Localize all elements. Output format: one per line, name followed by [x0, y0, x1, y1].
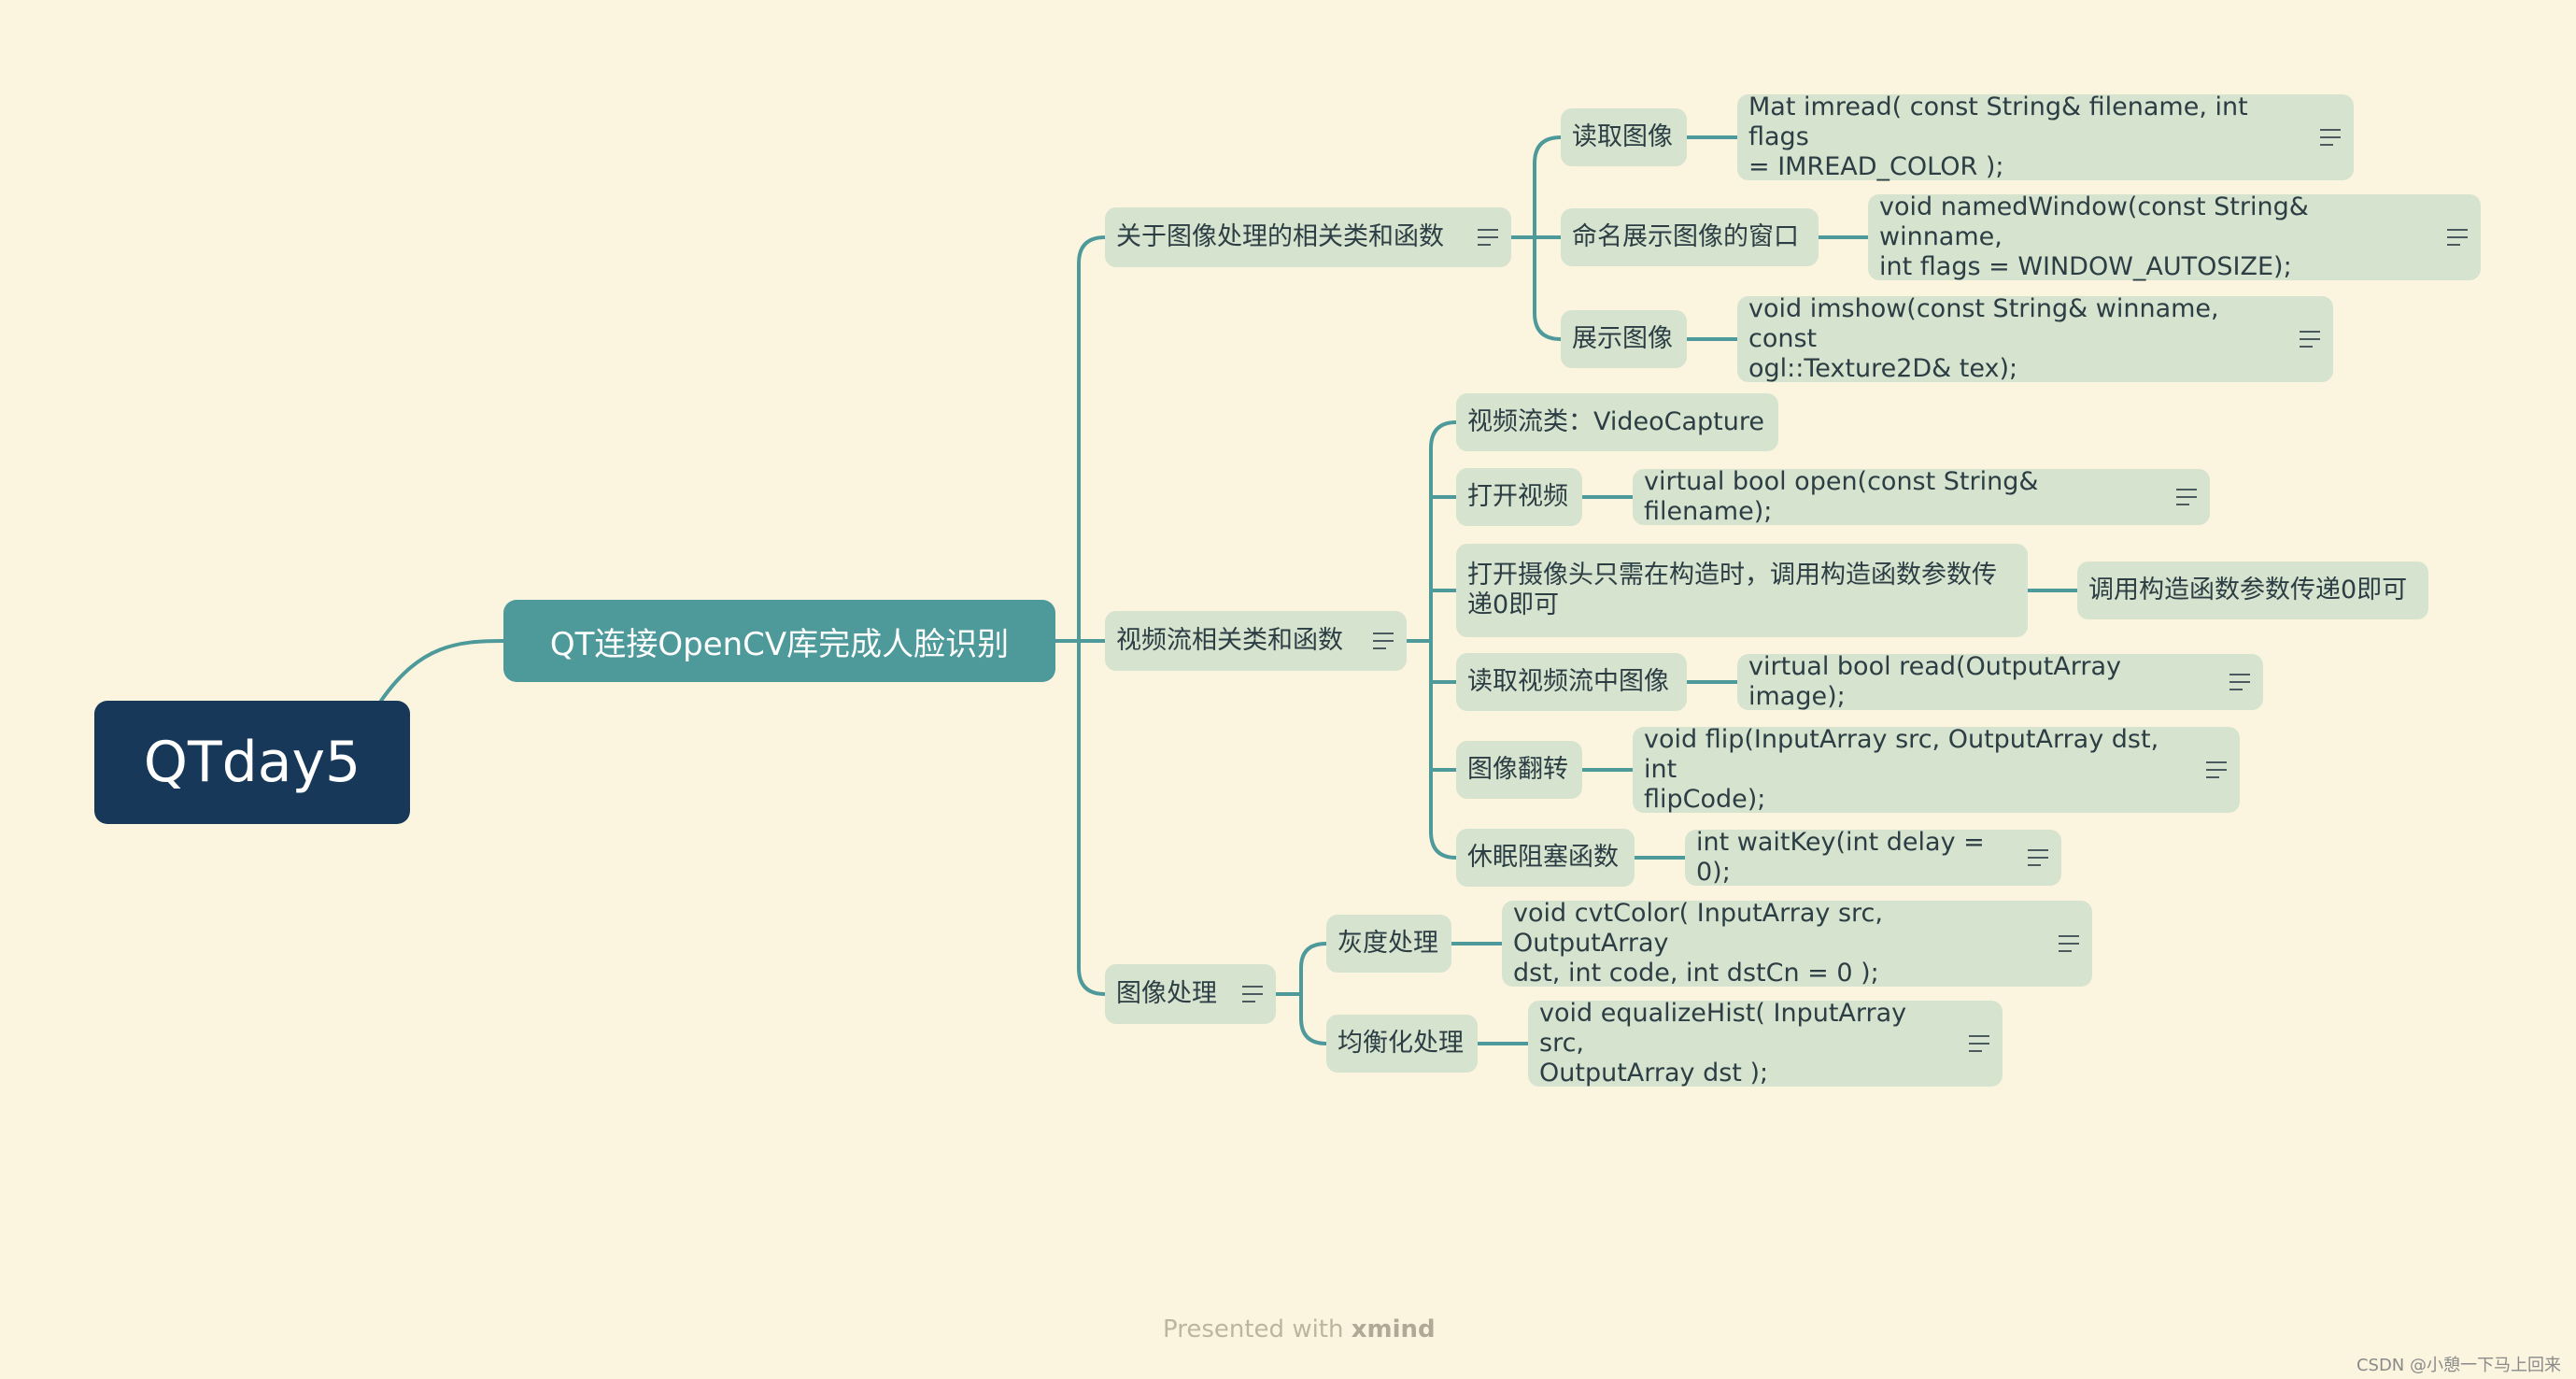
detail-namedwindow[interactable]: void namedWindow(const String& winname, … [1868, 192, 2481, 281]
note-icon[interactable] [1373, 633, 1394, 649]
csdn-watermark: CSDN @小憩一下马上回来 [2356, 1356, 2561, 1375]
topic-video-class[interactable]: 视频流类：VideoCapture [1456, 393, 1778, 451]
detail-flip[interactable]: void flip(InputArray src, OutputArray ds… [1633, 725, 2240, 814]
detail-text: Mat imread( const String& filename, int … [1748, 92, 2248, 181]
detail-waitkey[interactable]: int waitKey(int delay = 0); [1685, 828, 2061, 887]
main-topic[interactable]: QT连接OpenCV库完成人脸识别 [503, 600, 1055, 682]
detail-text: void namedWindow(const String& winname, … [1879, 192, 2309, 281]
note-icon[interactable] [2300, 331, 2320, 348]
footer-prefix: Presented with [1163, 1315, 1352, 1343]
topic-named-window[interactable]: 命名展示图像的窗口 [1561, 208, 1819, 266]
note-icon[interactable] [2229, 674, 2250, 690]
detail-text: int waitKey(int delay = 0); [1696, 828, 1985, 887]
topic-label: 视频流类：VideoCapture [1467, 407, 1765, 436]
topic-label: 展示图像 [1572, 324, 1673, 353]
topic-image-processing[interactable]: 图像处理 [1105, 964, 1276, 1024]
detail-text: void flip(InputArray src, OutputArray ds… [1644, 725, 2159, 814]
note-icon[interactable] [2028, 849, 2048, 866]
note-icon[interactable] [1242, 986, 1263, 1002]
topic-wait-key[interactable]: 休眠阻塞函数 [1456, 829, 1635, 887]
detail-text: 调用构造函数参数传递0即可 [2088, 576, 2408, 604]
topic-read-stream[interactable]: 读取视频流中图像 [1456, 653, 1687, 711]
connector-root-main [379, 639, 505, 703]
topic-open-camera[interactable]: 打开摄像头只需在构造时，调用构造函数参数传 递0即可 [1456, 544, 2028, 637]
topic-image-functions[interactable]: 关于图像处理的相关类和函数 [1105, 207, 1511, 267]
root-topic[interactable]: QTday5 [94, 701, 410, 824]
topic-label: 灰度处理 [1338, 929, 1438, 958]
topic-label: 命名展示图像的窗口 [1572, 222, 1799, 251]
detail-cvtcolor[interactable]: void cvtColor( InputArray src, OutputArr… [1502, 899, 2092, 988]
topic-label: 打开摄像头只需在构造时，调用构造函数参数传 递0即可 [1467, 561, 1997, 619]
topic-label: 视频流相关类和函数 [1116, 626, 1343, 655]
topic-show-image[interactable]: 展示图像 [1561, 310, 1687, 368]
presented-with-footer: Presented with xmind [1163, 1315, 1436, 1343]
detail-imshow[interactable]: void imshow(const String& winname, const… [1737, 294, 2333, 383]
topic-grayscale[interactable]: 灰度处理 [1326, 915, 1451, 973]
topic-flip-image[interactable]: 图像翻转 [1456, 741, 1582, 799]
topic-label: 图像翻转 [1467, 755, 1568, 784]
note-icon[interactable] [2206, 761, 2227, 778]
connector-video-children [1429, 420, 1458, 860]
note-icon[interactable] [2447, 229, 2468, 246]
connector-proc-children [1299, 942, 1328, 1045]
topic-open-video[interactable]: 打开视频 [1456, 468, 1582, 526]
topic-read-image[interactable]: 读取图像 [1561, 108, 1687, 166]
detail-equalizehist[interactable]: void equalizeHist( InputArray src, Outpu… [1528, 999, 2003, 1088]
detail-text: void equalizeHist( InputArray src, Outpu… [1539, 999, 1907, 1088]
detail-open-camera[interactable]: 调用构造函数参数传递0即可 [2077, 562, 2428, 619]
topic-label: 读取图像 [1572, 122, 1673, 151]
detail-open[interactable]: virtual bool open(const String& filename… [1633, 467, 2210, 526]
topic-label: 图像处理 [1116, 979, 1217, 1008]
note-icon[interactable] [1969, 1035, 1989, 1052]
connector-spine-l1 [1077, 235, 1107, 996]
note-icon[interactable] [2176, 489, 2197, 505]
note-icon[interactable] [2059, 935, 2079, 952]
detail-text: void cvtColor( InputArray src, OutputArr… [1513, 899, 1883, 988]
detail-text: virtual bool open(const String& filename… [1644, 467, 2039, 526]
detail-text: virtual bool read(OutputArray image); [1748, 652, 2122, 711]
topic-label: 均衡化处理 [1338, 1029, 1464, 1058]
topic-equalize[interactable]: 均衡化处理 [1326, 1015, 1478, 1073]
topic-label: 休眠阻塞函数 [1467, 843, 1619, 872]
topic-label: 关于图像处理的相关类和函数 [1116, 222, 1444, 251]
note-icon[interactable] [1478, 229, 1498, 246]
topic-label: 读取视频流中图像 [1467, 667, 1669, 696]
topic-label: 打开视频 [1467, 482, 1568, 511]
topic-video-functions[interactable]: 视频流相关类和函数 [1105, 611, 1407, 671]
detail-imread[interactable]: Mat imread( const String& filename, int … [1737, 92, 2354, 181]
note-icon[interactable] [2320, 129, 2341, 146]
xmind-brand: xmind [1351, 1315, 1436, 1343]
detail-read[interactable]: virtual bool read(OutputArray image); [1737, 652, 2263, 711]
detail-text: void imshow(const String& winname, const… [1748, 294, 2219, 383]
